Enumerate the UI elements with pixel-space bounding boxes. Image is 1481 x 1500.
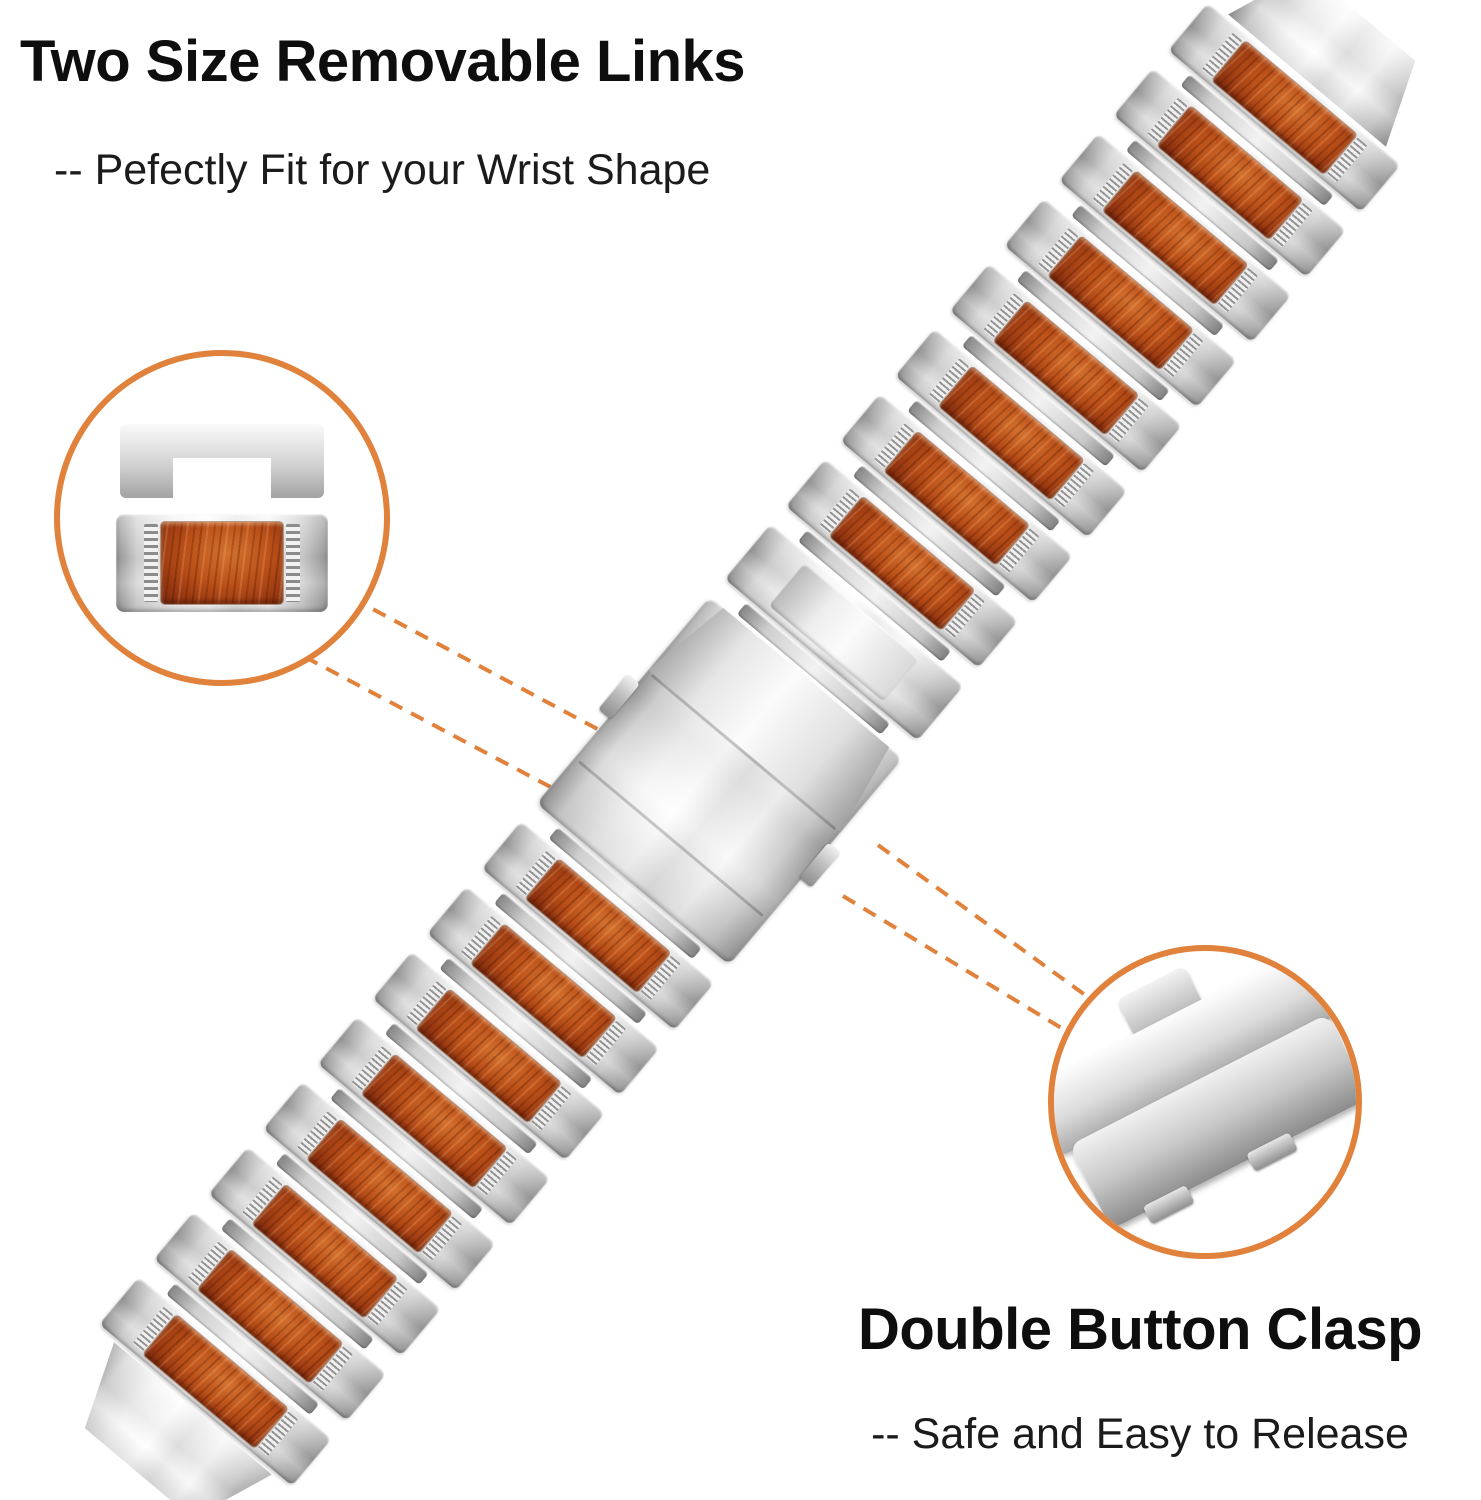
wood-inlay [161, 522, 283, 604]
feature-subtitle-clasp: -- Safe and Easy to Release [871, 1409, 1409, 1458]
feature-callout-clasp: Double Button Clasp -- Safe and Easy to … [820, 1298, 1460, 1459]
empty-link-frame-icon [120, 424, 324, 498]
leader-line-bottom-1 [876, 843, 1094, 1002]
wood-link-icon [116, 514, 328, 612]
clasp-zoom-icon [1054, 951, 1356, 1253]
feature-subtitle-links: -- Pefectly Fit for your Wrist Shape [54, 145, 711, 194]
feature-title-links: Two Size Removable Links [20, 29, 746, 94]
removable-link-callout [54, 350, 390, 686]
feature-callout-links: Two Size Removable Links -- Pefectly Fit… [20, 29, 746, 195]
leader-line-bottom-2 [841, 894, 1070, 1034]
feature-title-clasp: Double Button Clasp [857, 1297, 1423, 1362]
clasp-callout [1048, 945, 1362, 1259]
